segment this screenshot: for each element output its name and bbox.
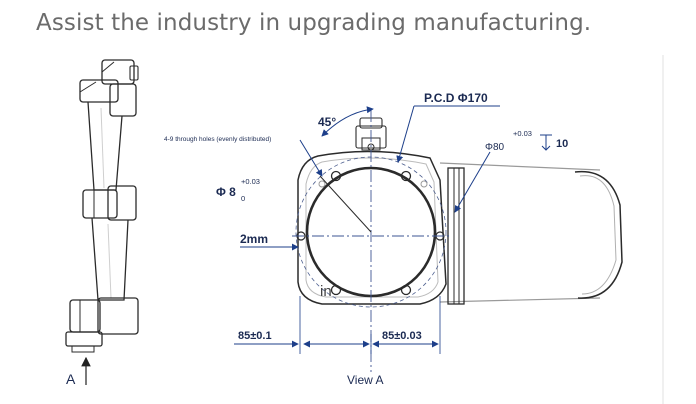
angle-label: 45° <box>318 115 336 129</box>
holes-note: 4-9 through holes (evenly distributed) <box>164 136 271 143</box>
view-arrow-label: A <box>66 371 76 387</box>
depth-label: 10 <box>556 138 568 150</box>
view-caption: View A <box>347 373 383 387</box>
robot-arm-side-view: A <box>65 59 139 387</box>
bore-tolerance: +0.03 <box>513 129 532 138</box>
thickness-label: 2mm <box>240 232 268 246</box>
pin-tol-lower: 0 <box>241 194 245 203</box>
dim-right-label: 85±0.03 <box>382 330 422 342</box>
pin-diameter: Φ 8 <box>216 185 236 199</box>
bore-label: Φ80 <box>485 142 505 153</box>
forearm-body <box>439 162 623 305</box>
headline: Assist the industry in upgrading manufac… <box>36 10 592 36</box>
flange-face: in <box>292 110 452 372</box>
pcd-label: P.C.D Φ170 <box>424 91 488 105</box>
dim-left-label: 85±0.1 <box>238 330 272 342</box>
brand-logo: in <box>320 283 332 300</box>
pin-tol-upper: +0.03 <box>241 177 260 186</box>
